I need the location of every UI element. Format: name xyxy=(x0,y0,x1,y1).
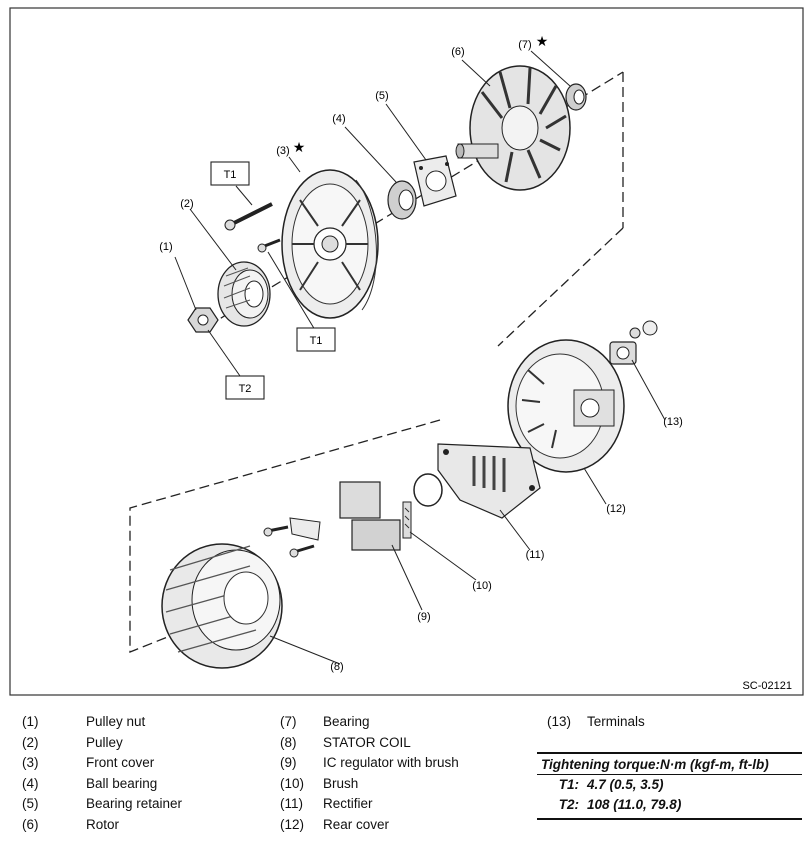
legend-label: Ball bearing xyxy=(86,775,158,791)
leader-lines xyxy=(174,50,666,665)
callout-11: (11) xyxy=(526,549,545,561)
callout-1: (1) xyxy=(159,241,172,253)
torque-key: T1: xyxy=(558,777,579,792)
legend-item: (13) Terminals xyxy=(547,712,645,733)
callout-6: (6) xyxy=(451,46,464,58)
rectifier-part xyxy=(437,443,541,519)
terminals-part xyxy=(609,320,658,365)
legend-number: (1) xyxy=(22,714,39,729)
stator-coil-part xyxy=(161,543,283,669)
torque-value: 108 (11.0, 79.8) xyxy=(587,797,682,812)
legend-label: Terminals xyxy=(587,714,645,729)
legend-number: (5) xyxy=(22,796,39,812)
torque-tag-t1-lower: T1 xyxy=(296,327,336,352)
front-cover-part xyxy=(281,169,379,319)
legend-item: (4) Ball bearing xyxy=(22,774,182,795)
callout-4: (4) xyxy=(332,113,345,125)
callout-3: (3) xyxy=(276,145,289,157)
legend-number: (11) xyxy=(280,796,304,812)
front-cover-short-bolt xyxy=(257,238,281,253)
legend-item: (8) STATOR COIL xyxy=(280,733,459,754)
legend-item: (7) Bearing xyxy=(280,712,459,733)
legend-item: (12) Rear cover xyxy=(280,815,459,836)
svg-text:T2: T2 xyxy=(239,383,252,395)
legend-label: IC regulator with brush xyxy=(323,755,459,771)
legend-column-3: (13) Terminals xyxy=(547,712,645,733)
pulley-nut-part xyxy=(187,307,219,333)
legend-number: (2) xyxy=(22,734,39,750)
legend-number: (8) xyxy=(280,734,297,750)
bearing-retainer-part xyxy=(413,155,457,207)
rotor-part xyxy=(455,65,571,191)
legend-label: Rectifier xyxy=(323,796,373,812)
diagram-frame xyxy=(9,7,804,696)
rear-cover-part xyxy=(507,339,625,473)
legend-label: Pulley xyxy=(86,734,123,750)
callout-10: (10) xyxy=(472,580,492,592)
callout-2: (2) xyxy=(180,198,193,210)
legend-item: (3) Front cover xyxy=(22,753,182,774)
legend-item: (9) IC regulator with brush xyxy=(280,753,459,774)
svg-text:T1: T1 xyxy=(310,335,323,347)
torque-table-title: Tightening torque:N·m (kgf-m, ft-lb) xyxy=(537,752,802,775)
legend-label: Rear cover xyxy=(323,816,390,832)
torque-tag-t1-upper: T1 xyxy=(210,161,250,186)
legend-label: Front cover xyxy=(86,755,155,771)
pulley-part xyxy=(217,261,271,327)
callout-12: (12) xyxy=(606,503,626,515)
torque-key: T2: xyxy=(558,797,579,812)
rear-bearing-part xyxy=(565,83,587,111)
tightening-torque-table: Tightening torque:N·m (kgf-m, ft-lb) T1:… xyxy=(537,752,802,820)
ball-bearing-part xyxy=(387,180,417,220)
legend-label: Bearing retainer xyxy=(86,796,183,812)
legend-item: (10) Brush xyxy=(280,774,459,795)
front-cover-long-bolt xyxy=(224,202,273,231)
legend-item: (1) Pulley nut xyxy=(22,712,182,733)
callout-8: (8) xyxy=(330,661,343,673)
torque-tag-t2: T2 xyxy=(225,375,265,400)
exploded-alternator-diagram: (1) (2) (3) ★ (4) (5) (6) (7) ★ (8) (9) … xyxy=(9,7,804,696)
legend-item: (6) Rotor xyxy=(22,815,182,836)
assembly-axis-mid xyxy=(497,227,624,347)
legend-number: (6) xyxy=(22,816,39,832)
star-7: ★ xyxy=(536,33,549,49)
torque-value: 4.7 (0.5, 3.5) xyxy=(587,777,664,792)
callout-7: (7) xyxy=(518,39,531,51)
star-3: ★ xyxy=(293,139,306,155)
legend-number: (13) xyxy=(547,714,572,729)
legend-item: (5) Bearing retainer xyxy=(22,794,182,815)
figure-id: SC-02121 xyxy=(742,680,792,692)
torque-row-t2: T2: 108 (11.0, 79.8) xyxy=(537,795,802,820)
callout-13: (13) xyxy=(663,416,683,428)
legend-label: Bearing xyxy=(323,714,370,729)
callout-5: (5) xyxy=(375,90,388,102)
legend-number: (3) xyxy=(22,755,39,771)
legend-label: Rotor xyxy=(86,816,120,832)
legend-column-2: (7) Bearing (8) STATOR COIL (9) IC regulato… xyxy=(280,712,459,836)
legend-label: Brush xyxy=(323,775,359,791)
ic-regulator-part xyxy=(263,481,401,558)
legend-number: (4) xyxy=(22,775,39,791)
brush-part xyxy=(402,473,443,539)
torque-row-t1: T1: 4.7 (0.5, 3.5) xyxy=(537,775,802,795)
legend-number: (7) xyxy=(280,714,297,729)
legend-number: (10) xyxy=(280,775,305,791)
legend-item: (11) Rectifier xyxy=(280,794,459,815)
callout-9: (9) xyxy=(417,611,430,623)
assembly-axis-lower xyxy=(129,419,441,653)
svg-text:T1: T1 xyxy=(224,169,237,181)
legend-number: (9) xyxy=(280,755,297,771)
legend-label: STATOR COIL xyxy=(323,734,411,750)
legend-label: Pulley nut xyxy=(86,714,146,729)
legend-column-1: (1) Pulley nut (2) Pulley (3) Front cover (… xyxy=(22,712,182,836)
legend-number: (12) xyxy=(280,816,305,832)
legend-item: (2) Pulley xyxy=(22,733,182,754)
